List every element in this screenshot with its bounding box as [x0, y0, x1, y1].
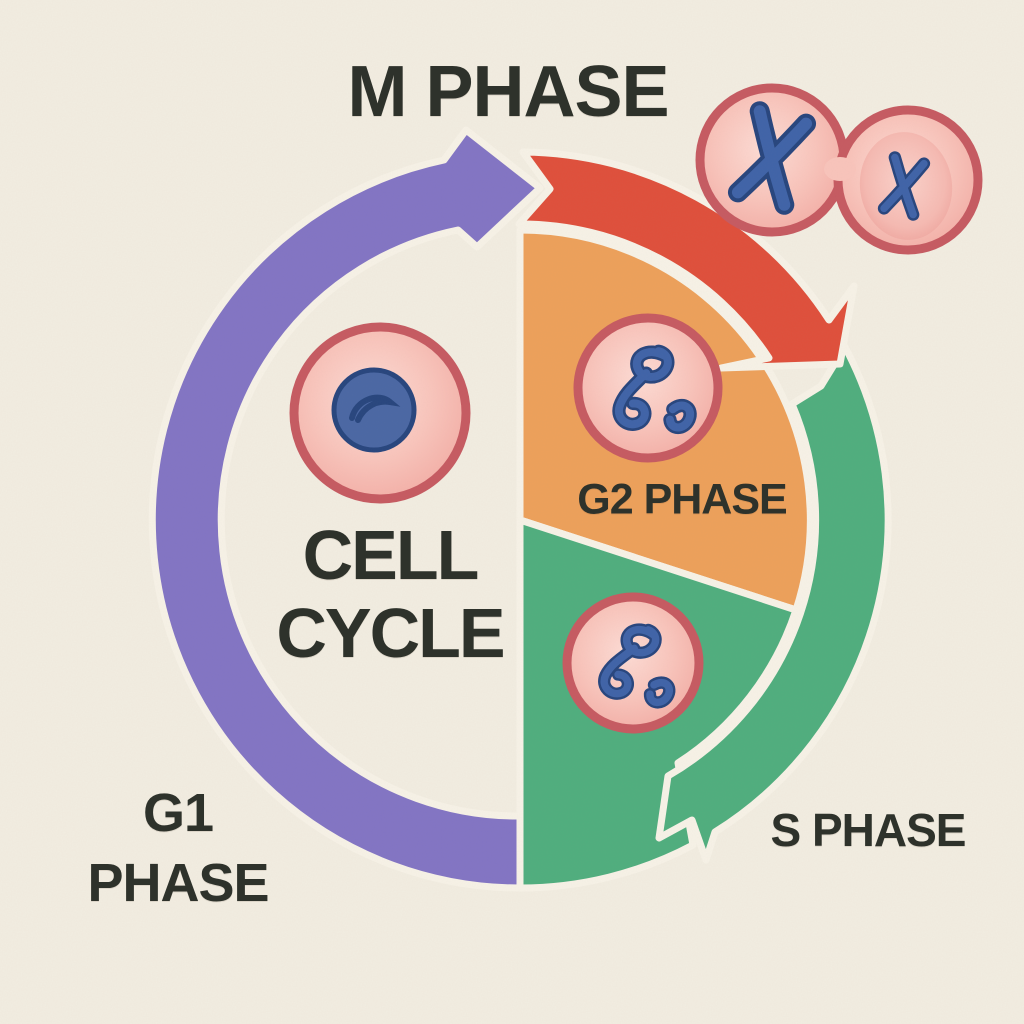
g1-phase-label: G1 PHASE: [87, 778, 269, 918]
g1-phase-label-line1: G1: [142, 783, 214, 843]
s-phase-label: S PHASE: [770, 804, 967, 856]
cell-cycle-title-line2: CYCLE: [276, 594, 505, 672]
g2-phase-label: G2 PHASE: [577, 475, 787, 524]
g1-phase-label-line2: PHASE: [87, 853, 269, 913]
m-phase-label: M PHASE: [347, 52, 669, 132]
cell-cycle-title-line1: CELL: [302, 516, 480, 594]
cell-cycle-title: CELL CYCLE: [276, 516, 505, 672]
